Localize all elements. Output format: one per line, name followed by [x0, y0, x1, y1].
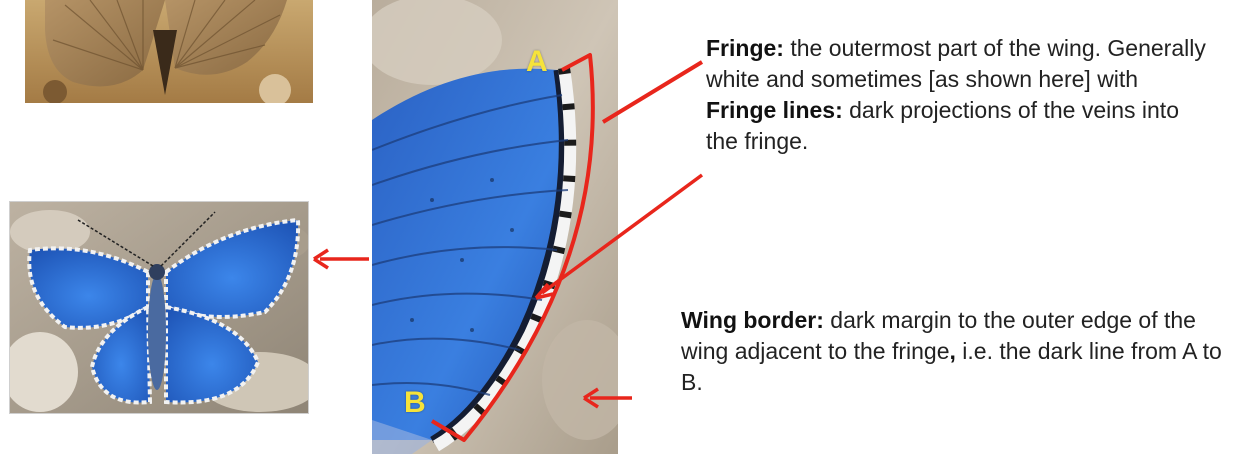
point-label-a: A — [526, 45, 548, 79]
wing-border-comma: , — [950, 338, 956, 364]
butterfly-photo-icon — [10, 202, 308, 413]
fringe-caption: Fringe: the outermost part of the wing. … — [706, 33, 1206, 157]
butterfly-upperside-photo — [9, 201, 309, 414]
wing-border-caption: Wing border: dark margin to the outer ed… — [681, 305, 1231, 398]
butterfly-underside-photo — [25, 0, 313, 103]
butterfly-photo-icon — [25, 0, 313, 103]
arrow-icon — [314, 250, 369, 268]
fringe-lines-term: Fringe lines: — [706, 97, 843, 123]
point-label-b: B — [404, 386, 426, 420]
wing-border-term: Wing border: — [681, 307, 824, 333]
fringe-term: Fringe: — [706, 35, 784, 61]
